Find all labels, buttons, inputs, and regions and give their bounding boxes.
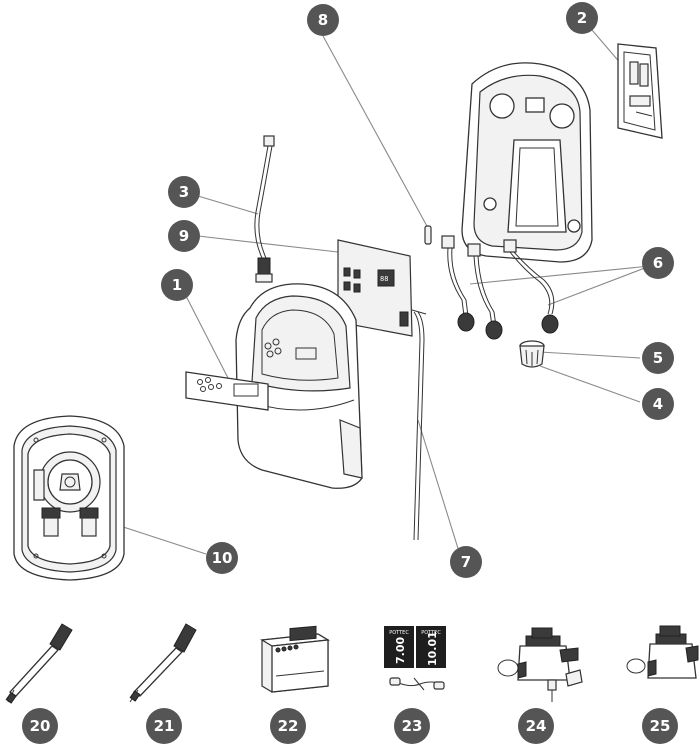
leader-6b (547, 265, 651, 306)
callout-badge-2: 2 (566, 2, 598, 34)
accessory-badge-22: 22 (270, 708, 306, 744)
leader-9 (197, 235, 339, 253)
ph-probe-icon (5, 623, 73, 704)
leader-4 (539, 365, 641, 403)
rear-housing-part (461, 62, 593, 263)
svg-text:88: 88 (380, 275, 388, 283)
callout-label-7: 7 (461, 553, 471, 571)
leader-lines (107, 29, 651, 559)
gland-nut-part (519, 340, 545, 368)
tube-part (411, 309, 427, 541)
callout-badge-5: 5 (642, 342, 674, 374)
probe-holder-with-valve-icon (497, 627, 583, 702)
accessory-label-24: 24 (526, 717, 547, 735)
leader-6a (469, 265, 651, 285)
accessory-label-20: 20 (30, 717, 51, 735)
callout-label-1: 1 (172, 276, 182, 294)
callout-label-9: 9 (179, 227, 189, 245)
callout-badge-8: 8 (307, 4, 339, 36)
callout-badge-7: 7 (450, 546, 482, 578)
callout-badge-3: 3 (168, 176, 200, 208)
accessory-badge-21: 21 (146, 708, 182, 744)
callout-label-2: 2 (577, 9, 587, 27)
din-rail-controller-icon (260, 625, 330, 693)
callout-badge-10: 10 (206, 542, 238, 574)
accessory-badge-20: 20 (22, 708, 58, 744)
probe-holder-icon (626, 625, 699, 679)
accessory-label-22: 22 (278, 717, 299, 735)
leader-8 (322, 35, 429, 229)
accessory-label-25: 25 (650, 717, 671, 735)
control-board-part: 88 (337, 239, 413, 337)
callout-badge-9: 9 (168, 220, 200, 252)
leader-3 (197, 195, 259, 215)
accessory-badge-25: 25 (642, 708, 678, 744)
sachet-right-brand: POTTEC (421, 630, 441, 636)
cable-glands-part (441, 235, 559, 340)
callout-badge-6: 6 (642, 247, 674, 279)
fuse-part (424, 225, 432, 245)
sachet-left-brand: POTTEC (389, 630, 409, 636)
pump-module-part (13, 415, 125, 581)
accessory-badge-23: 23 (394, 708, 430, 744)
sensor-cable-part (254, 135, 275, 283)
accessory-label-21: 21 (154, 717, 175, 735)
accessory-label-23: 23 (402, 717, 423, 735)
callout-label-6: 6 (653, 254, 663, 272)
callout-badge-1: 1 (161, 269, 193, 301)
callout-label-4: 4 (653, 395, 663, 413)
sachet-right-value: 10.01 (426, 631, 439, 666)
callout-label-3: 3 (179, 183, 189, 201)
keypad-overlay-part (185, 371, 269, 411)
calibration-kit-icon: POTTEC POTTEC 7.00 10.01 (384, 626, 446, 691)
rx-probe-icon (129, 623, 197, 703)
callout-label-8: 8 (318, 11, 328, 29)
front-housing-part (235, 283, 363, 489)
leader-5 (539, 351, 641, 359)
callout-label-5: 5 (653, 349, 663, 367)
leader-7 (417, 419, 462, 559)
callout-label-10: 10 (212, 549, 233, 567)
sachet-left-value: 7.00 (394, 637, 407, 664)
accessory-badge-24: 24 (518, 708, 554, 744)
leader-1 (184, 293, 229, 379)
callout-badge-4: 4 (642, 388, 674, 420)
wall-bracket-part (617, 43, 663, 139)
